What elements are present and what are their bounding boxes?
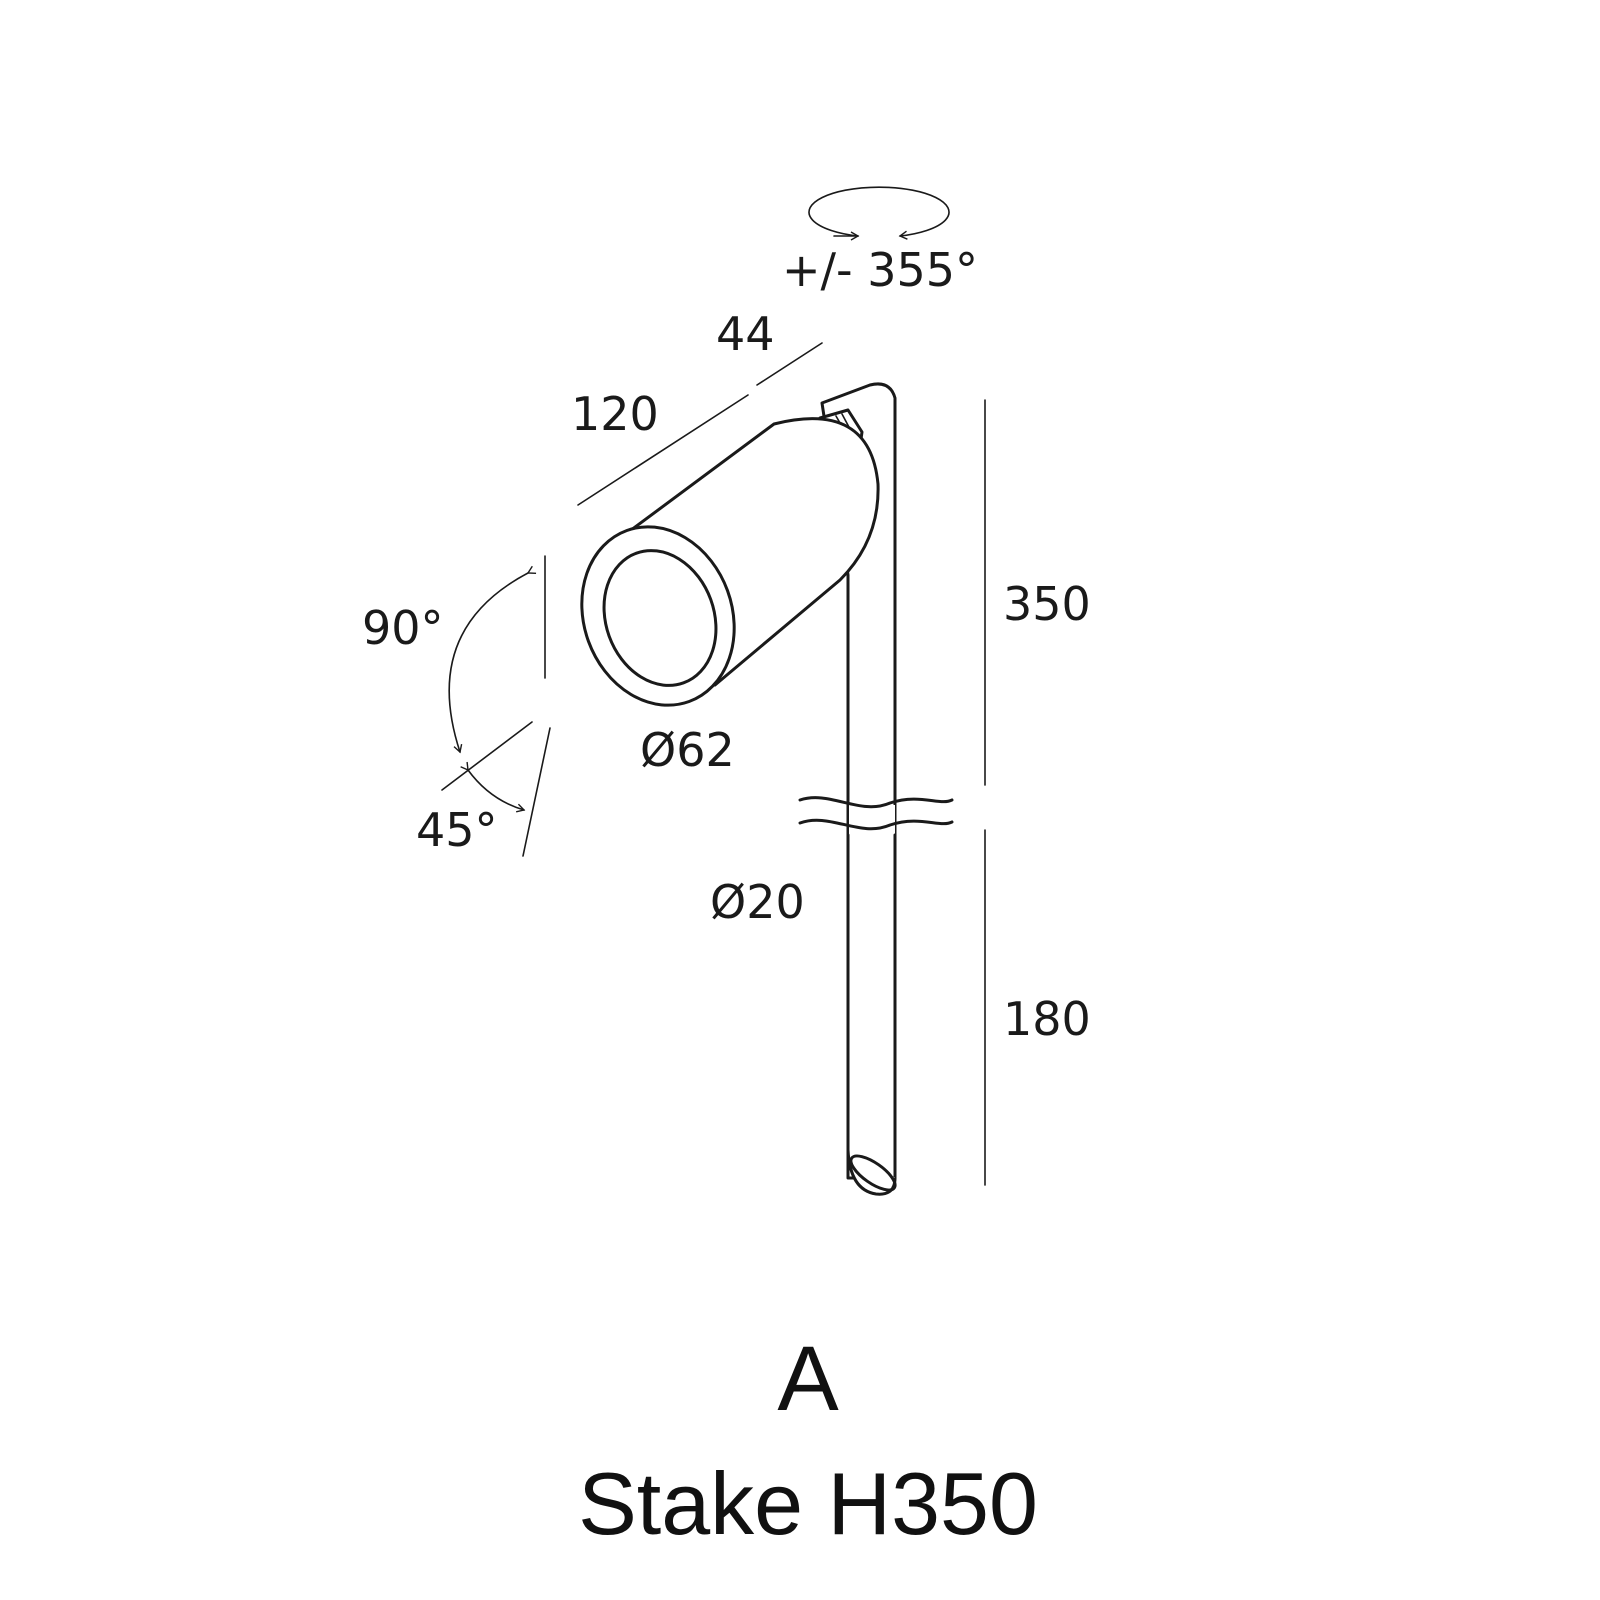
- rotation-label: +/- 355°: [782, 243, 978, 297]
- diameter-head-label: Ø62: [640, 723, 735, 777]
- dim-180-label: 180: [1003, 992, 1091, 1046]
- dim-120-label: 120: [571, 387, 659, 441]
- dim-350-label: 350: [1003, 577, 1091, 631]
- stake-tip: [846, 1149, 897, 1196]
- stake-lower: [798, 796, 954, 1177]
- angle-45-label: 45°: [416, 803, 498, 857]
- variant-letter: A: [777, 1328, 839, 1430]
- diameter-stake-label: Ø20: [710, 875, 805, 929]
- rotation-indicator: [808, 186, 950, 241]
- spotlight-head: [580, 417, 880, 707]
- tilt-arcs: [448, 565, 537, 813]
- dim-44-label: 44: [716, 307, 775, 361]
- angle-90-label: 90°: [362, 601, 444, 655]
- product-name: Stake H350: [578, 1454, 1038, 1553]
